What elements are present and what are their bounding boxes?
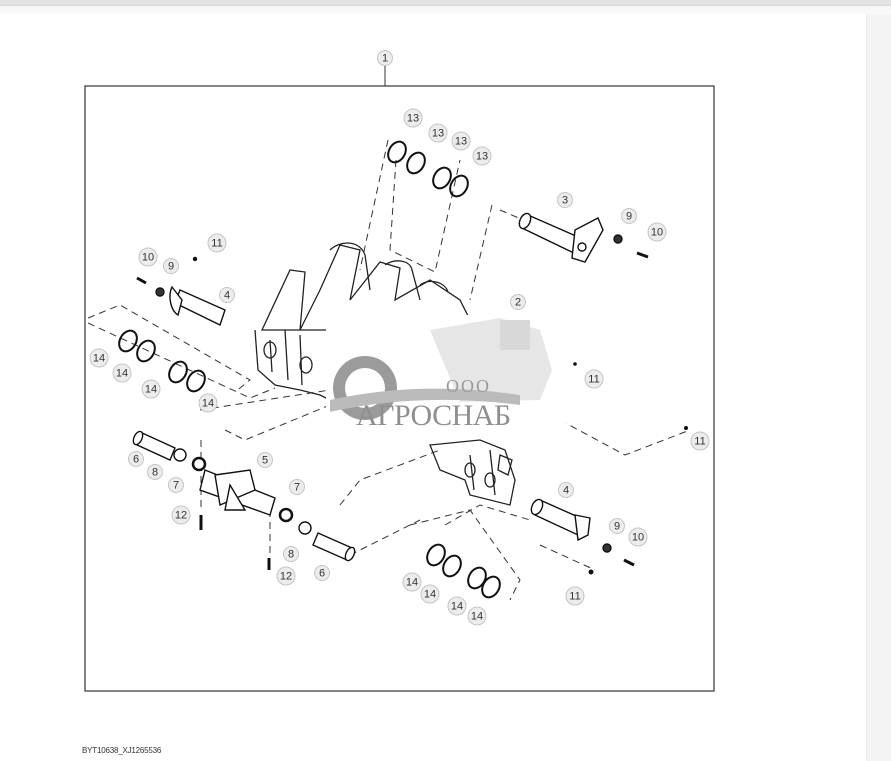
svg-text:7: 7 bbox=[294, 482, 300, 494]
svg-text:13: 13 bbox=[455, 136, 467, 148]
pin-3 bbox=[518, 212, 649, 263]
svg-text:14: 14 bbox=[202, 398, 214, 410]
callout-14c: 14 bbox=[141, 379, 161, 399]
callout-4a: 4 bbox=[219, 287, 235, 303]
svg-text:9: 9 bbox=[626, 211, 632, 223]
svg-text:11: 11 bbox=[588, 374, 599, 386]
callout-9a: 9 bbox=[163, 258, 179, 274]
svg-text:7: 7 bbox=[173, 480, 179, 492]
callout-10a: 10 bbox=[138, 247, 158, 267]
callout-13c: 13 bbox=[451, 131, 471, 151]
svg-text:14: 14 bbox=[451, 601, 463, 613]
grease-fittings-11 bbox=[573, 362, 688, 430]
svg-text:4: 4 bbox=[563, 485, 569, 497]
svg-text:12: 12 bbox=[175, 510, 187, 522]
pin-4-upper bbox=[136, 256, 226, 326]
svg-text:12: 12 bbox=[280, 571, 292, 583]
callout-12a: 12 bbox=[171, 505, 191, 525]
scrollbar-track[interactable] bbox=[866, 14, 891, 761]
callout-12b: 12 bbox=[276, 566, 296, 586]
callout-9c: 9 bbox=[609, 518, 625, 534]
svg-text:13: 13 bbox=[432, 128, 444, 140]
svg-text:3: 3 bbox=[562, 195, 568, 207]
svg-text:10: 10 bbox=[142, 252, 154, 264]
svg-text:14: 14 bbox=[145, 384, 157, 396]
callout-13d: 13 bbox=[472, 146, 492, 166]
sleeves-6 bbox=[132, 430, 356, 562]
svg-text:5: 5 bbox=[262, 455, 268, 467]
callout-11a: 11 bbox=[207, 233, 227, 253]
callout-11d: 11 bbox=[565, 586, 585, 606]
callout-11b: 11 bbox=[584, 369, 604, 389]
callout-8b: 8 bbox=[283, 546, 299, 562]
shaft-5 bbox=[191, 456, 294, 523]
svg-text:14: 14 bbox=[93, 353, 105, 365]
svg-text:6: 6 bbox=[319, 568, 325, 580]
svg-text:4: 4 bbox=[224, 290, 230, 302]
watermark-brand: АГРОСНАБ bbox=[356, 399, 511, 432]
callout-3: 3 bbox=[557, 192, 573, 208]
pins-12 bbox=[199, 515, 271, 570]
svg-text:14: 14 bbox=[116, 368, 128, 380]
svg-text:14: 14 bbox=[471, 611, 483, 623]
svg-text:1: 1 bbox=[382, 53, 388, 65]
callout-6b: 6 bbox=[314, 565, 330, 581]
svg-text:11: 11 bbox=[211, 238, 222, 250]
callout-14f: 14 bbox=[420, 584, 440, 604]
main-frame-assembly bbox=[254, 242, 516, 506]
svg-text:14: 14 bbox=[424, 589, 436, 601]
callout-14e: 14 bbox=[402, 572, 422, 592]
svg-text:9: 9 bbox=[614, 521, 620, 533]
figure-id-caption: BYT10638_XJ1265536 bbox=[82, 746, 162, 755]
callout-8a: 8 bbox=[147, 464, 163, 480]
svg-text:8: 8 bbox=[152, 467, 158, 479]
callout-14d: 14 bbox=[198, 393, 218, 413]
washers-14-left bbox=[118, 329, 206, 393]
callout-10b: 10 bbox=[647, 222, 667, 242]
callout-5: 5 bbox=[257, 452, 273, 468]
callout-11c: 11 bbox=[690, 431, 710, 451]
washers-14-bottom bbox=[426, 543, 501, 599]
svg-text:10: 10 bbox=[651, 227, 663, 239]
top-fade bbox=[0, 6, 891, 16]
callout-1: 1 bbox=[377, 50, 393, 66]
svg-text:8: 8 bbox=[288, 549, 294, 561]
callout-14h: 14 bbox=[467, 606, 487, 626]
callout-9b: 9 bbox=[621, 208, 637, 224]
callout-14g: 14 bbox=[447, 596, 467, 616]
watermark: ООО АГРОСНАБ bbox=[326, 315, 566, 433]
callout-13a: 13 bbox=[403, 108, 423, 128]
top-bar bbox=[0, 0, 891, 6]
svg-text:13: 13 bbox=[407, 113, 419, 125]
callout-7b: 7 bbox=[289, 479, 305, 495]
callout-14b: 14 bbox=[112, 363, 132, 383]
callout-6a: 6 bbox=[128, 451, 144, 467]
svg-text:10: 10 bbox=[632, 532, 644, 544]
watermark-prefix: ООО bbox=[446, 376, 491, 396]
washers-13 bbox=[387, 140, 469, 198]
pin-4-lower bbox=[530, 498, 635, 575]
svg-text:2: 2 bbox=[515, 297, 521, 309]
dashed-leaders bbox=[87, 139, 691, 601]
callout-14a: 14 bbox=[89, 348, 109, 368]
svg-text:11: 11 bbox=[569, 591, 580, 603]
assembly-frame bbox=[84, 66, 715, 692]
svg-text:6: 6 bbox=[133, 454, 139, 466]
svg-text:13: 13 bbox=[476, 151, 488, 163]
callout-7a: 7 bbox=[168, 477, 184, 493]
callout-4b: 4 bbox=[558, 482, 574, 498]
svg-text:9: 9 bbox=[168, 261, 174, 273]
svg-text:14: 14 bbox=[406, 577, 418, 589]
callout-13b: 13 bbox=[428, 123, 448, 143]
callout-2: 2 bbox=[510, 294, 526, 310]
svg-text:11: 11 bbox=[694, 436, 705, 448]
callout-10c: 10 bbox=[628, 527, 648, 547]
